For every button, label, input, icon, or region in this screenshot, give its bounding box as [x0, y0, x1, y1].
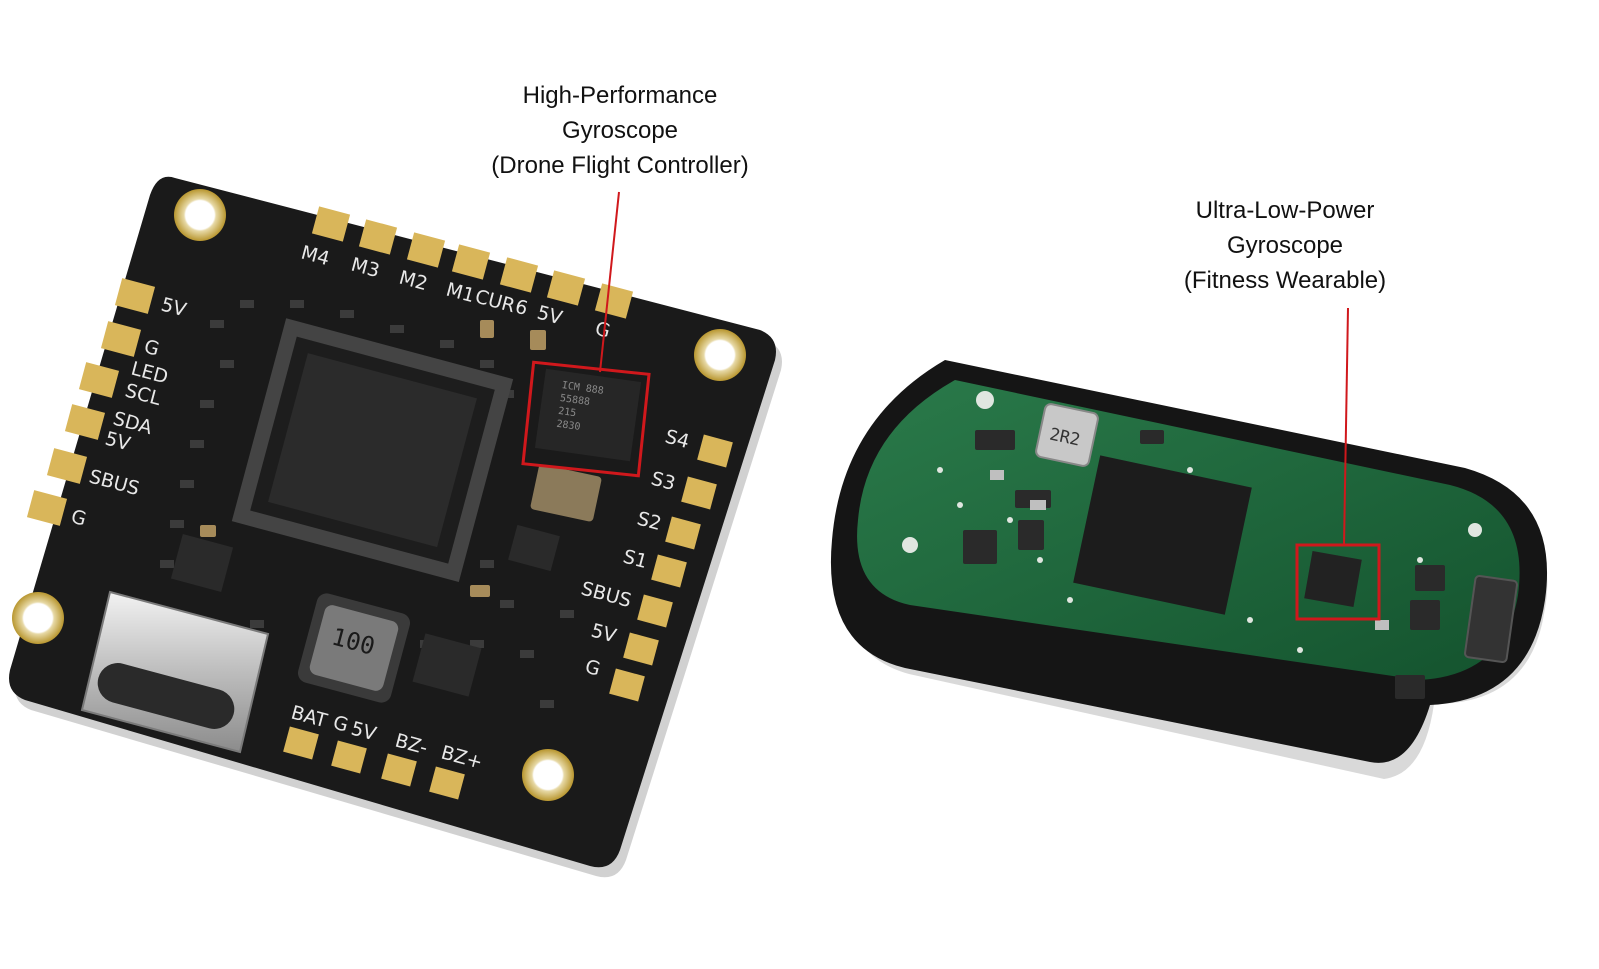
right-pads	[609, 434, 733, 702]
caption-high-performance-gyroscope: High-Performance Gyroscope (Drone Flight…	[470, 78, 770, 183]
small-chip	[170, 534, 234, 592]
caption-line: High-Performance	[522, 82, 718, 109]
highlight-box-left	[521, 360, 651, 478]
left-pads	[26, 278, 156, 526]
regulator-chip	[412, 633, 482, 697]
mount-hole	[694, 329, 746, 381]
pad-label: G	[69, 506, 89, 531]
chip-marking: 2830	[556, 419, 581, 433]
wearable-mcu	[1073, 455, 1252, 615]
wearable-components	[963, 430, 1445, 699]
gyro-chip: ICM 888 55888 215 2830	[534, 368, 642, 462]
bottom-pads	[283, 726, 465, 800]
wearable-board: 2R2	[830, 360, 1548, 779]
caption-line: (Drone Flight Controller)	[491, 152, 749, 179]
wearable-connector	[1464, 574, 1518, 664]
pointer-line-right	[1343, 307, 1349, 547]
highlight-box-right	[1295, 543, 1381, 621]
caption-line: (Fitness Wearable)	[1183, 267, 1387, 294]
caption-line: Gyroscope	[1226, 232, 1344, 259]
mount-hole	[12, 592, 64, 644]
pad-label: G	[331, 712, 351, 737]
pointer-line-left	[599, 191, 620, 373]
wearable-inductor: 2R2	[1035, 403, 1099, 467]
caption-line: Gyroscope	[561, 117, 679, 144]
mount-hole	[174, 189, 226, 241]
mcu-chip	[231, 318, 514, 582]
pad-label: 6	[513, 296, 530, 320]
capacitor	[530, 464, 602, 522]
usb-c-connector	[80, 590, 270, 754]
pad-label: G	[142, 336, 162, 361]
chip-marking: 215	[557, 406, 576, 419]
pad-label: G	[593, 318, 613, 343]
caption-ultra-low-power-gyroscope: Ultra-Low-Power Gyroscope (Fitness Weara…	[1135, 193, 1435, 298]
pad-label: G	[583, 656, 603, 681]
caption-line: Ultra-Low-Power	[1195, 197, 1375, 224]
smd-components	[160, 300, 574, 708]
small-chip	[508, 524, 560, 572]
wearable-gyro-chip	[1304, 551, 1362, 607]
inductor: 100	[297, 593, 411, 703]
top-pads	[311, 206, 634, 319]
chip-marking: 55888	[559, 393, 590, 408]
mount-hole	[522, 749, 574, 801]
pcb-vias	[902, 391, 1482, 653]
flight-controller-board: M4 M3 M2 M1 CUR 6 5V G 5V G LED SCL SDA …	[9, 176, 782, 878]
